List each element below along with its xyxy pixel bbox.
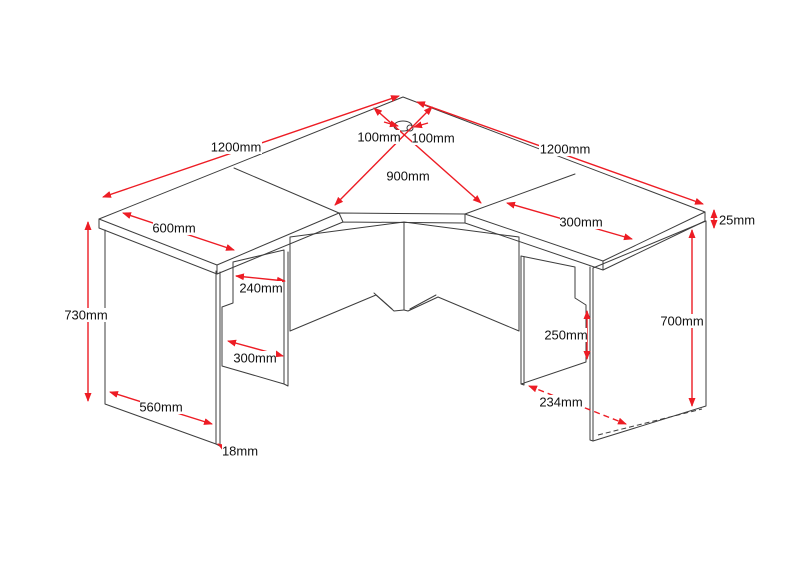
dim-label-25: 25mm (719, 212, 755, 227)
dim-label-25-text: 25mm (719, 212, 755, 227)
dim-label-1200-left: 1200mm (210, 139, 262, 154)
dim-label-18-text: 18mm (222, 443, 258, 458)
dim-label-100-left: 100mm (357, 129, 400, 144)
dim-label-100-left-text: 100mm (357, 129, 400, 144)
dim-label-240: 240mm (239, 280, 282, 295)
right-panel-hidden-bottom-edge (597, 408, 703, 436)
left-modesty-panel (289, 221, 405, 332)
dim-label-100-right: 100mm (411, 130, 454, 145)
dim-label-600: 600mm (152, 220, 195, 235)
right-modesty-panel (403, 221, 520, 332)
dim-label-300-left: 300mm (233, 350, 276, 365)
dim-label-700-text: 700mm (660, 313, 703, 328)
dim-label-730: 730mm (64, 307, 108, 322)
dim-arrow-100-left (383, 120, 399, 128)
dim-label-18: 18mm (222, 443, 258, 458)
dim-label-1200-right: 1200mm (539, 141, 591, 156)
dim-label-560: 560mm (139, 399, 182, 414)
dim-label-600-text: 600mm (152, 220, 195, 235)
dim-label-234-text: 234mm (539, 394, 582, 409)
dim-label-1200-left-text: 1200mm (211, 139, 262, 154)
dim-label-240-text: 240mm (239, 280, 282, 295)
dim-label-730-text: 730mm (64, 307, 107, 322)
dim-label-700: 700mm (660, 313, 704, 328)
dimension-labels: 1200mm 1200mm 100mm 100mm 900mm 600mm 30… (64, 129, 755, 458)
dim-label-900: 900mm (386, 168, 429, 183)
dim-label-300-right: 300mm (559, 214, 602, 229)
dim-label-300-left-text: 300mm (233, 350, 276, 365)
dim-label-1200-right-text: 1200mm (540, 141, 591, 156)
dim-label-100-right-text: 100mm (411, 130, 454, 145)
dim-label-250-text: 250mm (544, 327, 587, 342)
dim-label-560-text: 560mm (139, 399, 182, 414)
dim-label-250: 250mm (544, 327, 587, 342)
desk-structure (98, 96, 707, 447)
left-support-panel (221, 249, 289, 387)
right-support-panel (520, 255, 587, 386)
right-modesty-notch-edge (409, 294, 437, 310)
dim-arrow-240 (235, 273, 286, 284)
dim-label-900-text: 900mm (386, 168, 429, 183)
dim-label-300-right-text: 300mm (559, 214, 602, 229)
dim-arrow-100-right (413, 121, 429, 129)
left-modesty-notch-edge (373, 292, 393, 310)
dim-label-234: 234mm (539, 394, 582, 409)
